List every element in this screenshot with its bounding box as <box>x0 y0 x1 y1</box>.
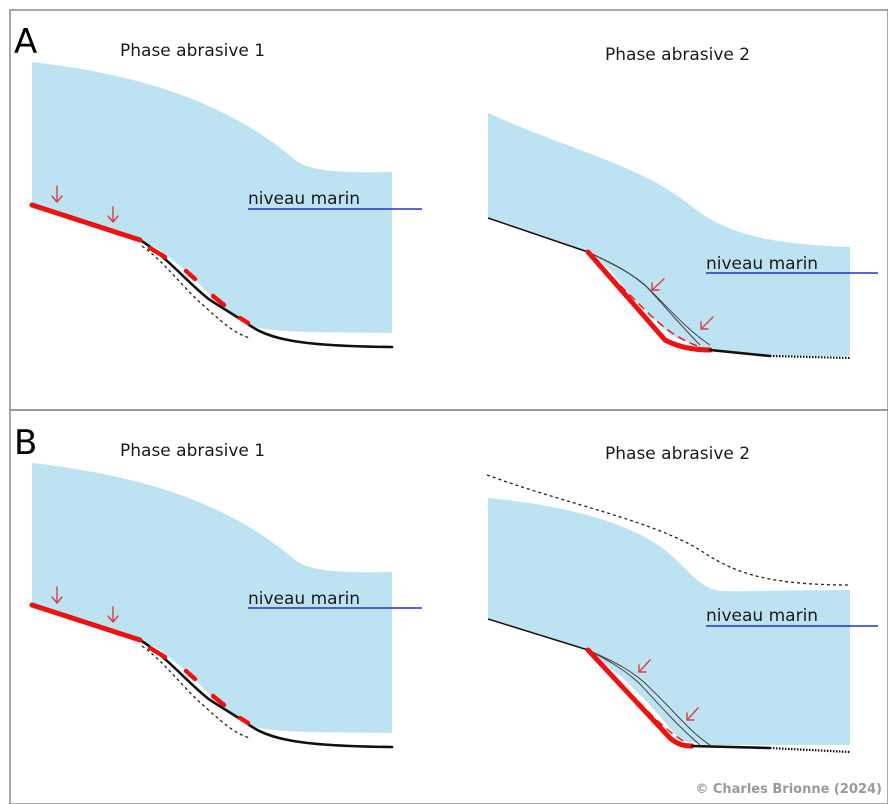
eroded-patch <box>237 715 251 726</box>
erosion-arrow <box>651 278 665 291</box>
water-body <box>32 62 392 333</box>
previous-water-surface-dotted <box>486 474 851 586</box>
panel-b-phase-2: Phase abrasive 2 niveau marin <box>486 444 878 754</box>
panel-b-phase-1-title: Phase abrasive 1 <box>120 441 265 461</box>
eroded-patch <box>183 268 198 282</box>
erosion-arrow <box>700 316 714 330</box>
eroded-patch <box>183 668 198 682</box>
eroded-patch <box>147 245 168 260</box>
former-profile-dotted <box>141 245 251 339</box>
sea-level-label: niveau marin <box>248 189 360 209</box>
sea-level-label: niveau marin <box>706 254 818 274</box>
panel-a: A Phase abrasive 1 niveau marin Phase ab… <box>9 9 888 411</box>
eroded-patch <box>210 693 227 708</box>
sea-level-label: niveau marin <box>248 589 360 609</box>
water-body <box>32 463 392 733</box>
panel-b-phase-1: Phase abrasive 1 niveau marin <box>29 441 422 749</box>
seabed-dotted-extension <box>769 746 851 754</box>
erosion-arrow <box>51 586 63 604</box>
sea-level-label: niveau marin <box>706 606 818 626</box>
previous-profile <box>587 649 701 746</box>
seabed-dotted-extension <box>769 354 851 360</box>
seabed-profile <box>690 744 772 750</box>
eroded-patch <box>237 315 251 326</box>
erosion-arrow <box>51 185 63 203</box>
water-body <box>488 113 850 356</box>
erosion-arrow <box>107 206 119 223</box>
panel-a-phase-1: Phase abrasive 1 niveau marin <box>29 41 422 349</box>
seabed-profile <box>487 618 589 651</box>
intermediate-profile-dashed <box>591 257 701 348</box>
eroded-surface <box>585 249 713 353</box>
panel-a-phase-2-title: Phase abrasive 2 <box>605 45 750 65</box>
eroded-surface <box>585 647 695 749</box>
panel-a-phase-2: Phase abrasive 2 niveau marin <box>487 45 878 360</box>
panel-a-letter: A <box>14 22 37 62</box>
previous-profile <box>587 649 711 746</box>
eroded-surface <box>29 602 143 643</box>
panel-b-letter: B <box>14 423 37 463</box>
eroded-surface <box>29 202 143 243</box>
seabed-profile <box>487 217 589 253</box>
previous-profile <box>587 251 701 346</box>
eroded-patch <box>210 293 227 308</box>
water-body <box>488 498 850 745</box>
erosion-arrow <box>107 606 119 623</box>
erosion-arrow <box>686 707 699 721</box>
panel-b-phase-2-title: Phase abrasive 2 <box>605 444 750 464</box>
erosion-arrow <box>638 659 651 673</box>
panel-b: B Phase abrasive 1 niveau marin Phase ab… <box>9 409 888 804</box>
panel-b-frame <box>9 409 888 804</box>
eroded-patch <box>147 645 168 660</box>
panel-a-phase-1-title: Phase abrasive 1 <box>120 41 265 61</box>
seabed-profile <box>708 348 772 358</box>
copyright-notice: © Charles Brionne (2024) <box>695 782 882 797</box>
former-profile-dotted <box>141 645 251 739</box>
